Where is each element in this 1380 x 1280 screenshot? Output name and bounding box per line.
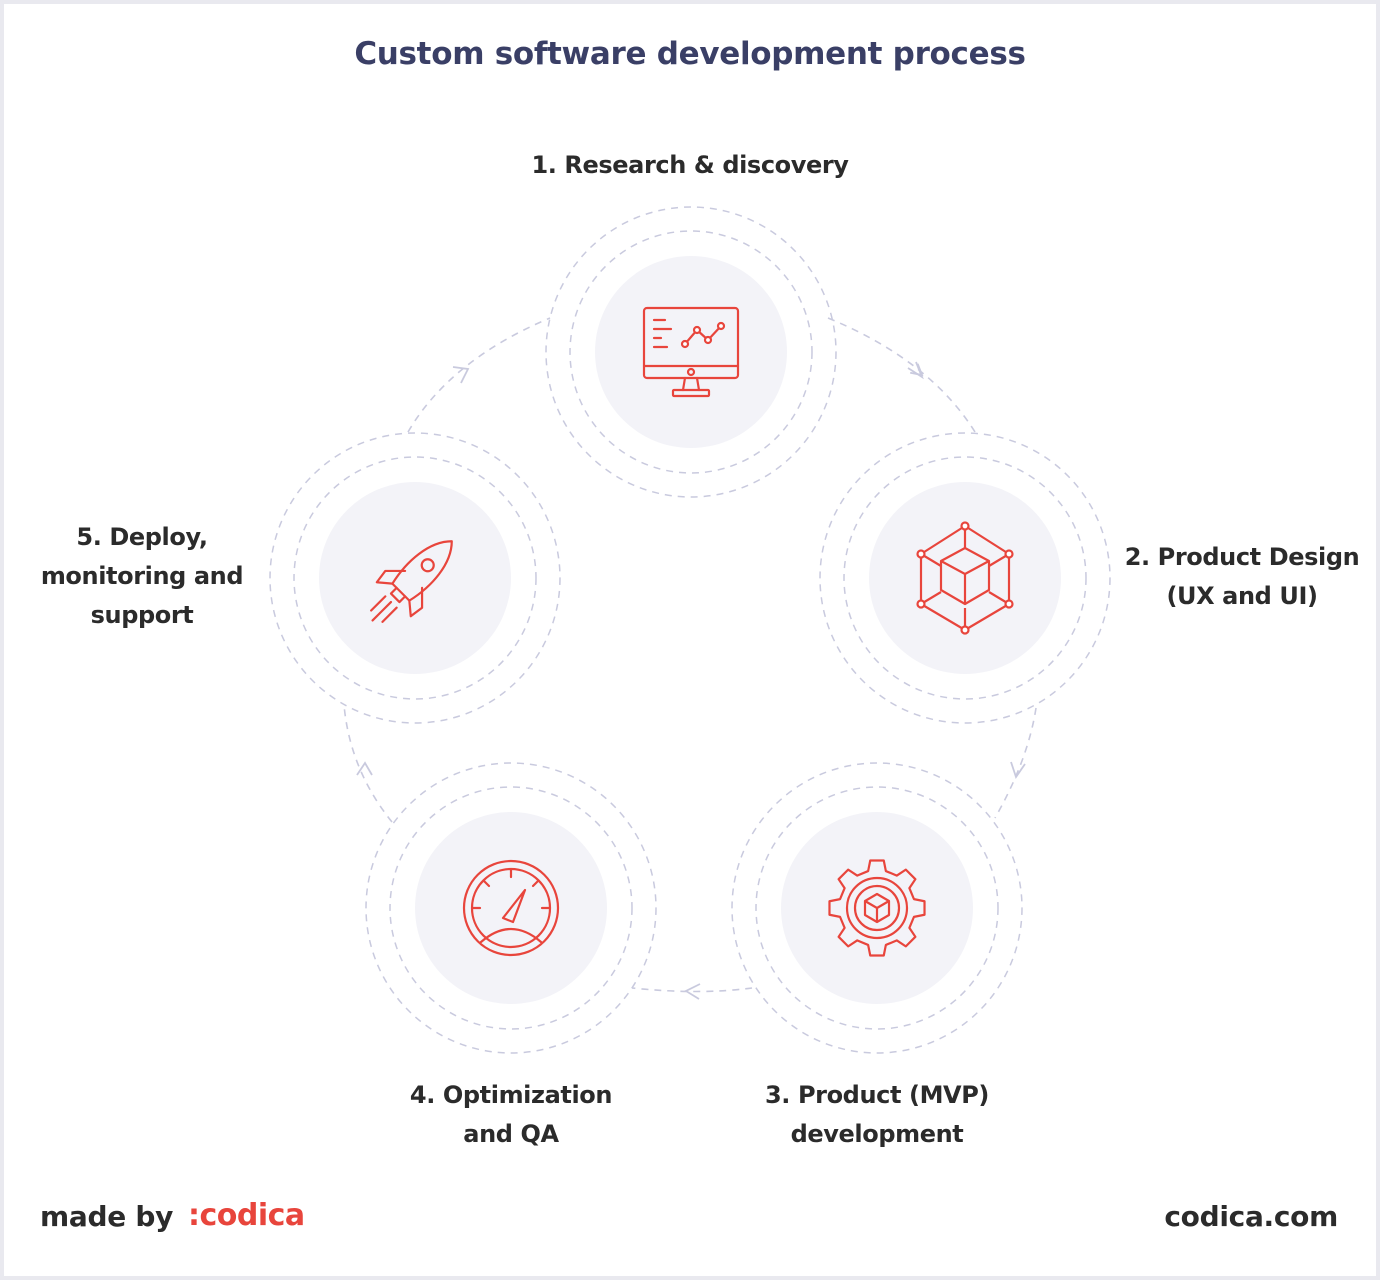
arrowhead-3: [684, 983, 701, 1000]
step-label-line: 4. Optimization: [409, 1081, 613, 1109]
step-node-5: [269, 432, 561, 724]
step-label-line: 5. Deploy,: [76, 523, 208, 551]
codica-logo: :codica: [188, 1198, 305, 1233]
step-label-2: 2. Product Design (UX and UI): [1118, 538, 1366, 616]
step-label-4: 4. Optimization and QA: [380, 1076, 642, 1154]
step-label-line: monitoring and: [40, 562, 244, 590]
made-by-text: made by: [40, 1200, 174, 1233]
arrowhead-4: [356, 761, 373, 776]
step-label-line: (UX and UI): [1166, 582, 1318, 610]
step-label-3: 3. Product (MVP) development: [737, 1076, 1017, 1154]
step-node-1: [545, 206, 837, 498]
step-label-5: 5. Deploy, monitoring and support: [22, 518, 262, 635]
arrowhead-5: [452, 366, 470, 384]
speedometer-icon: [462, 859, 560, 957]
cube-network-icon: [916, 521, 1014, 635]
arrowhead-2: [1010, 761, 1026, 779]
connector-arrows: [343, 317, 1037, 993]
monitor-chart-icon: [642, 306, 740, 398]
step-label-line: 3. Product (MVP): [765, 1081, 989, 1109]
arrow-4-to-5: [343, 704, 393, 823]
rocket-icon: [370, 540, 453, 623]
step-label-line: 1. Research & discovery: [531, 151, 849, 179]
gear-cube-icon: [828, 859, 926, 957]
arrowhead-1: [907, 361, 924, 380]
arrow-5-to-1: [407, 317, 551, 433]
arrow-3-to-4: [631, 987, 753, 993]
arrow-1-to-2-head: [910, 363, 924, 377]
step-label-line: development: [790, 1120, 964, 1148]
step-label-1: 1. Research & discovery: [490, 146, 890, 185]
arrow-1-to-2: [827, 317, 976, 433]
arrow-heads: [356, 361, 1026, 1000]
page-title: Custom software development process: [354, 36, 1026, 72]
step-label-line: support: [90, 601, 194, 629]
step-label-line: and QA: [463, 1120, 559, 1148]
site-link[interactable]: codica.com: [1164, 1200, 1338, 1233]
infographic-card: [4, 4, 1376, 1276]
step-label-line: 2. Product Design: [1124, 543, 1360, 571]
arrow-2-to-3: [994, 707, 1037, 819]
